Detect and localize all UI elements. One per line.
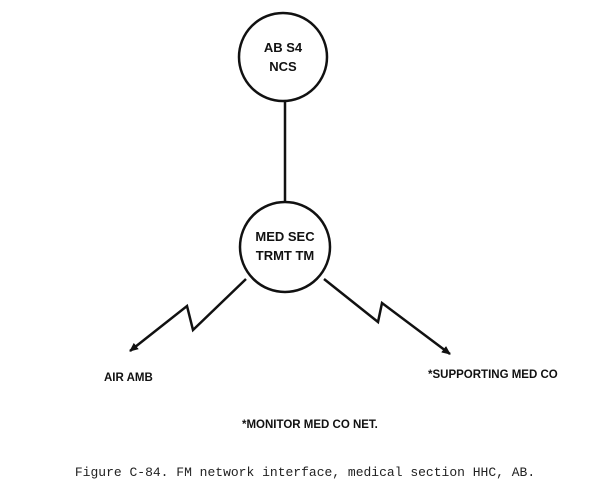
node-label-line2: TRMT TM — [256, 248, 314, 263]
radio-link-left — [129, 278, 247, 352]
node-label-line1: MED SEC — [255, 229, 315, 244]
node-label-line2: NCS — [269, 59, 297, 74]
node-med-sec-trmt-tm: MED SEC TRMT TM — [238, 200, 332, 294]
footnote-monitor: *MONITOR MED CO NET. — [242, 419, 378, 431]
network-diagram: AB S4 NCS MED SEC TRMT TM AIR AMB *SUPPO… — [104, 11, 558, 431]
figure-caption: Figure C-84. FM network interface, medic… — [74, 465, 536, 480]
radio-link-right — [323, 278, 451, 355]
node-ab-s4-ncs: AB S4 NCS — [237, 11, 329, 103]
label-supporting-med-co: *SUPPORTING MED CO — [428, 369, 558, 381]
node-circle — [238, 200, 332, 294]
label-air-amb: AIR AMB — [104, 372, 153, 384]
node-circle — [237, 11, 329, 103]
node-label-line1: AB S4 — [264, 40, 303, 55]
